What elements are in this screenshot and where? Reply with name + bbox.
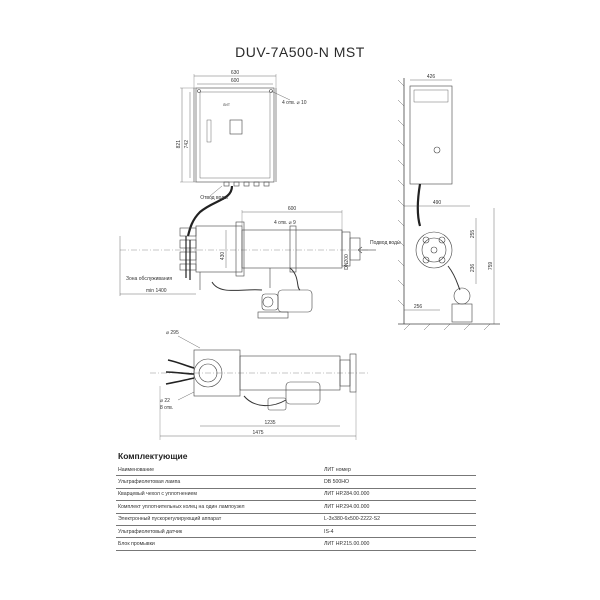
table-cell: DB 500HO <box>322 475 476 489</box>
dim-426: 426 <box>427 74 436 80</box>
side-wall-view <box>397 78 500 331</box>
dn-label: DN200 <box>344 254 350 270</box>
dia-295: ⌀ 295 <box>166 330 179 336</box>
table-row: Наименование ЛИТ номер <box>116 464 476 477</box>
dim-630: 630 <box>231 70 240 76</box>
table-cell: L-3x380-6x500-2222-S2 <box>322 513 476 526</box>
reactor-plan-view <box>165 349 357 411</box>
dim-256: 256 <box>414 304 423 310</box>
cabinet-logo: ЛИТ <box>223 103 231 107</box>
table-row: Ультрафиолетовый датчик IS-4 <box>116 525 476 539</box>
inlet-label: Подвод воды <box>370 240 401 246</box>
table-cell: ЛИТ номер <box>322 464 476 477</box>
table-cell: ЛИТ НР.284.00.000 <box>322 488 476 502</box>
dim-430: 430 <box>220 252 226 261</box>
holes-note-cabinet: 4 отв. ⌀ 10 <box>282 100 307 106</box>
outlet-label: Отвод воды <box>200 195 228 201</box>
holes-note-reactor: 4 отв. ⌀ 9 <box>274 220 296 226</box>
table-cell: Комплект уплотнительных колец на один ла… <box>116 500 322 514</box>
service-min: min 1400 <box>146 288 167 294</box>
dim-600-reactor: 600 <box>288 206 297 212</box>
table-row: Электронный пускорегулирующий аппарат L-… <box>116 513 476 526</box>
table-cell: Блок промывки <box>116 537 322 551</box>
dim-821: 821 <box>176 140 182 149</box>
reactor-side-view <box>179 185 361 319</box>
table-row: Ультрафиолетовая лампа DB 500HO <box>116 475 476 489</box>
table-cell: ЛИТ НР.215.00.000 <box>322 537 476 551</box>
parts-heading: Комплектующие <box>118 451 188 461</box>
table-row: Блок промывки ЛИТ НР.215.00.000 <box>116 537 476 551</box>
table-cell: Электронный пускорегулирующий аппарат <box>116 513 322 526</box>
dim-1475: 1475 <box>252 430 263 436</box>
drawing-title: DUV-7A500-N MST <box>235 44 365 60</box>
table-cell: IS-4 <box>322 525 476 539</box>
table-row: Кварцевый чехол с уплотнением ЛИТ НР.284… <box>116 488 476 502</box>
dim-742: 742 <box>184 140 190 149</box>
holes-8: 8 отв. <box>160 405 173 411</box>
dim-255: 255 <box>470 230 476 239</box>
table-cell: ЛИТ НР.294.00.000 <box>322 500 476 514</box>
table-cell: Ультрафиолетовый датчик <box>116 525 322 539</box>
service-zone-label: Зона обслуживания <box>126 276 172 282</box>
table-cell: Наименование <box>116 464 322 477</box>
dim-600-cabinet: 600 <box>231 78 240 84</box>
parts-table: Наименование ЛИТ номер Ультрафиолетовая … <box>116 464 476 551</box>
cabinet-display <box>229 119 243 135</box>
table-cell: Ультрафиолетовая лампа <box>116 475 322 489</box>
dia-22: ⌀ 22 <box>160 398 170 404</box>
dim-236: 236 <box>470 264 476 273</box>
cabinet-front-view <box>193 87 277 187</box>
table-cell: Кварцевый чехол с уплотнением <box>116 488 322 502</box>
dim-759: 759 <box>488 262 494 271</box>
dim-490: 490 <box>433 200 442 206</box>
dim-1235: 1235 <box>264 420 275 426</box>
table-row: Комплект уплотнительных колец на один ла… <box>116 500 476 514</box>
